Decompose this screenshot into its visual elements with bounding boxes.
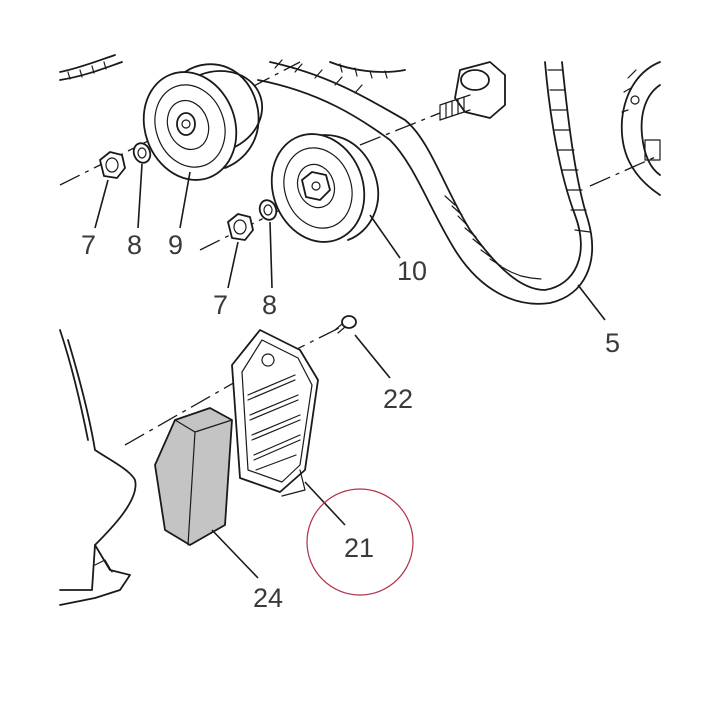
idler-pulley-10 bbox=[270, 133, 380, 243]
engine-housing bbox=[59, 329, 137, 606]
axis-line-1 bbox=[249, 61, 301, 89]
pad-24 bbox=[154, 407, 233, 546]
idler-pulley-9 bbox=[142, 63, 264, 181]
bracket-21 bbox=[231, 329, 319, 497]
callout-7-top: 7 bbox=[81, 230, 96, 260]
screw-22 bbox=[334, 315, 357, 334]
callout-22: 22 bbox=[383, 384, 413, 414]
callout-7-bottom: 7 bbox=[213, 290, 228, 320]
highlight-circle-21 bbox=[306, 488, 414, 596]
callout-24: 24 bbox=[253, 583, 283, 613]
callout-5: 5 bbox=[605, 328, 620, 358]
camshaft-sprocket bbox=[589, 61, 661, 196]
callout-8-bottom: 8 bbox=[262, 290, 277, 320]
callout-10: 10 bbox=[397, 256, 427, 286]
nut-7-top bbox=[99, 151, 126, 179]
belt-top-left bbox=[59, 54, 406, 81]
nut-7-bottom bbox=[227, 213, 254, 241]
callout-9: 9 bbox=[168, 230, 183, 260]
callout-8-top: 8 bbox=[127, 230, 142, 260]
tensioner-bolt bbox=[359, 61, 506, 146]
timing-belt bbox=[257, 59, 593, 305]
callout-21: 21 bbox=[344, 533, 374, 563]
washer-8-top bbox=[132, 142, 152, 164]
leader-lines bbox=[94, 163, 606, 579]
washer-8-bottom bbox=[258, 199, 278, 221]
